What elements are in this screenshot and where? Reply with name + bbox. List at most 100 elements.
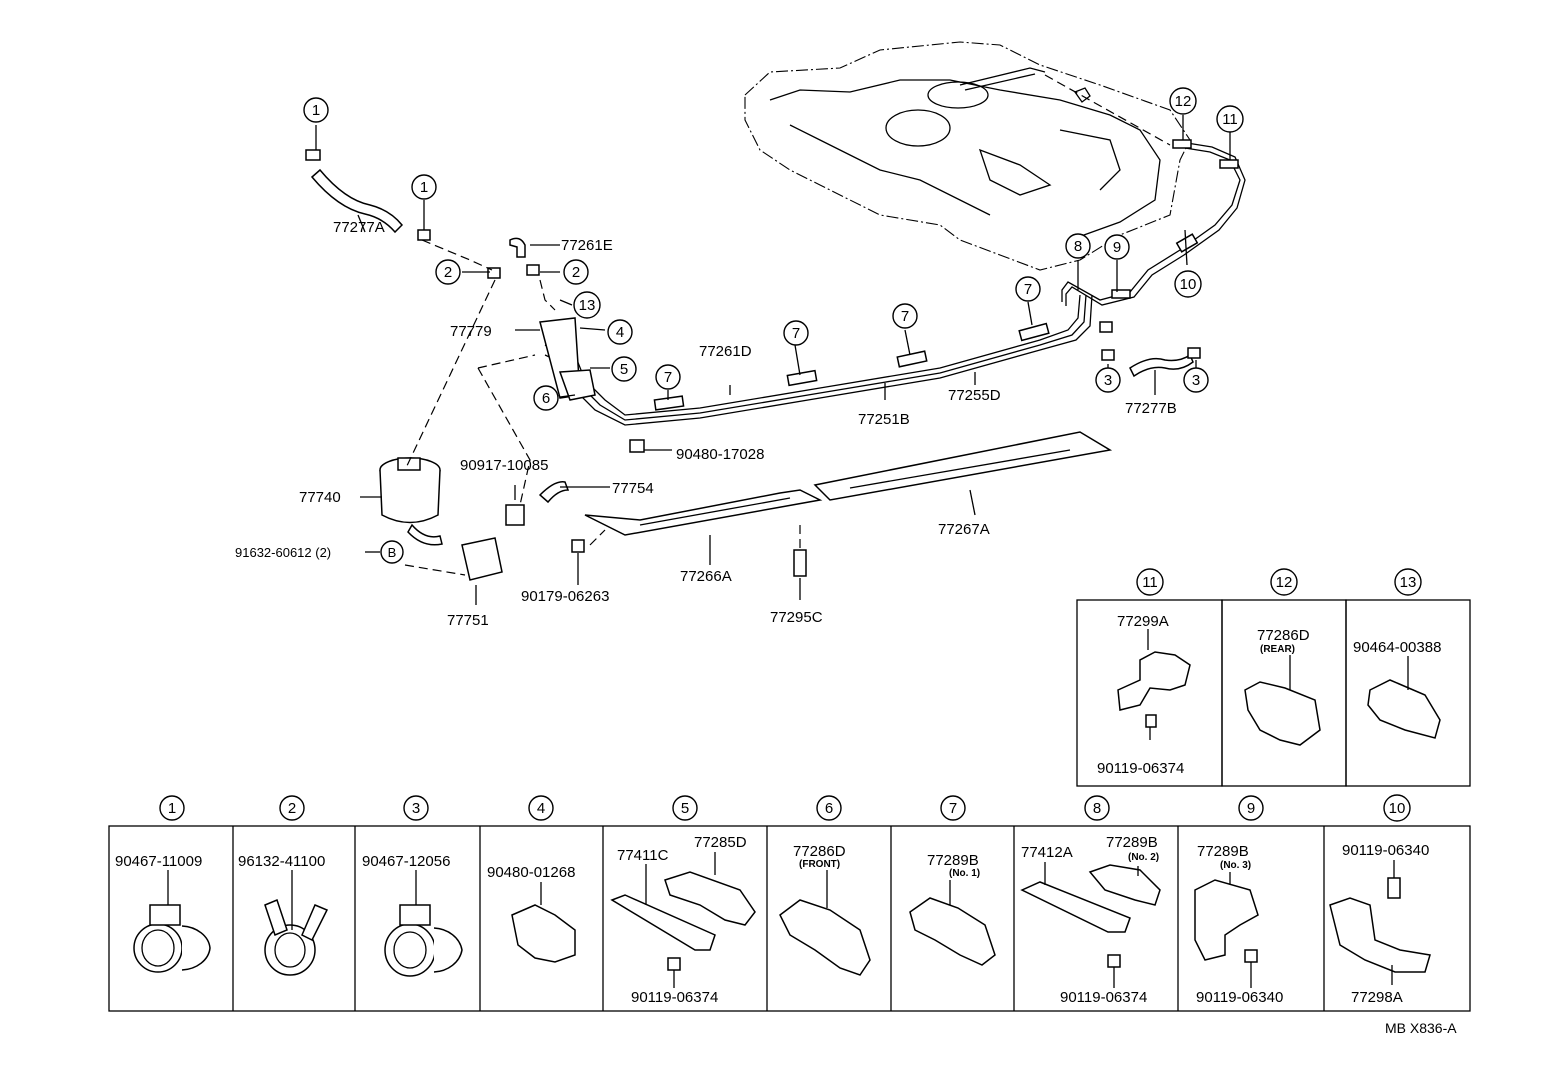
part-number-label: 77285D (694, 834, 747, 851)
callout-8: 8 (1065, 233, 1091, 259)
part-labels: 77277A 77261E 7 7 7 7 9 77261D 77251B 77255D… (235, 219, 1177, 629)
footer-code: MB X836-A (1385, 1020, 1457, 1036)
label-77261D: 77261D (699, 343, 752, 360)
part-number-label: 90119-06374 (1097, 760, 1184, 777)
part-number-label: 5 (681, 800, 689, 817)
part-number-label: 3 (1104, 372, 1112, 389)
label-77751: 77751 (447, 612, 489, 629)
label-77277B: 77277B (1125, 400, 1177, 417)
part-number-label: (REAR) (1260, 644, 1295, 655)
label-77740: 77740 (299, 489, 341, 506)
part-number-label: 77289B (1106, 834, 1158, 851)
part-number-label: 77412A (1021, 844, 1073, 861)
detail-callout-6: 6 (816, 795, 842, 821)
part-number-label: 4 (537, 800, 545, 817)
part-number-label: 1 (420, 179, 428, 196)
part-number-label: 7 (792, 325, 800, 342)
part-number-label: 9 (1247, 800, 1255, 817)
detail-callout-10: 10 (1383, 794, 1411, 822)
callout-9: 9 (1104, 234, 1130, 260)
detail-callout-2: 2 (279, 795, 305, 821)
label-90480-17028: 90480-17028 (676, 446, 764, 463)
callout-3b: 3 (1183, 367, 1209, 393)
part-number-label: (No. 1) (949, 868, 980, 879)
part-number-label: 7 (1024, 281, 1032, 298)
callout-3a: 3 (1095, 367, 1121, 393)
callout-4: 4 (607, 319, 633, 345)
part-number-label: 96132-41100 (238, 853, 325, 870)
part-number-label: B (388, 545, 397, 560)
part-number-label: 77299A (1117, 613, 1169, 630)
fuel-lines (539, 139, 1246, 426)
callout-7d: 7 (1015, 276, 1041, 302)
part-number-label: 12 (1175, 93, 1192, 110)
part-number-label: 90467-12056 (362, 853, 450, 870)
part-number-label: 10 (1180, 276, 1197, 293)
label-77267A: 77267A (938, 521, 990, 538)
part-number-label: 90119-06374 (631, 989, 718, 1006)
part-number-label: 77411C (617, 847, 669, 864)
callout-12: 12 (1169, 87, 1197, 115)
detail-callout-11: 11 (1136, 568, 1164, 596)
fuel-tank-drawing (744, 41, 1191, 271)
detail-callout-12: 12 (1270, 568, 1298, 596)
detail-callout-9: 9 (1238, 795, 1264, 821)
part-number-label: (No. 3) (1220, 860, 1251, 871)
detail-panel-top: 11 12 13 77299A 90119-06374 77286D (REAR… (1076, 568, 1471, 787)
callout-1a: 1 (303, 97, 329, 123)
detail-callout-3: 3 (403, 795, 429, 821)
part-number-label: 77286D (793, 843, 846, 860)
callout-7b: 7 (783, 320, 809, 346)
leader-lines (315, 115, 1231, 605)
part-number-label: 11 (1142, 574, 1158, 591)
part-number-label: 5 (620, 361, 628, 378)
part-number-label: 2 (572, 264, 580, 281)
callout-6: 6 (533, 385, 559, 411)
label-77277A: 77277A (333, 219, 385, 236)
part-number-label: 90467-11009 (115, 853, 202, 870)
callout-11: 11 (1216, 105, 1244, 133)
part-number-label: 7 (901, 308, 909, 325)
detail-callout-13: 13 (1394, 568, 1422, 596)
part-number-label: 77289B (927, 852, 979, 869)
part-number-label: 3 (412, 800, 420, 817)
callout-1b: 1 (411, 174, 437, 200)
part-number-label: 90119-06340 (1342, 842, 1429, 859)
label-90917-10085: 90917-10085 (460, 457, 548, 474)
detail-callout-4: 4 (528, 795, 554, 821)
part-number-label: 77286D (1257, 627, 1310, 644)
label-77754: 77754 (612, 480, 654, 497)
part-number-label: 7 (664, 369, 672, 386)
detail-callout-5: 5 (672, 795, 698, 821)
label-77255D: 77255D (948, 387, 1001, 404)
label-77261E: 77261E (561, 237, 613, 254)
callout-7c: 7 (892, 303, 918, 329)
callout-13: 13 (573, 291, 601, 319)
part-number-label: 7 (949, 800, 957, 817)
part-number-label: 6 (542, 390, 550, 407)
part-number-label: 6 (825, 800, 833, 817)
callout-2a: 2 (435, 259, 461, 285)
part-number-label: 1 (168, 800, 176, 817)
part-number-label: 77298A (1351, 989, 1403, 1006)
callout-5: 5 (611, 356, 637, 382)
part-number-label: (No. 2) (1128, 852, 1159, 863)
callout-B: B (380, 540, 404, 564)
part-number-label: 77289B (1197, 843, 1249, 860)
callout-10: 10 (1174, 270, 1202, 298)
hoses-and-fittings (305, 149, 1201, 581)
part-number-label: 90480-01268 (487, 864, 575, 881)
part-number-label: 4 (616, 324, 624, 341)
part-number-label: 8 (1074, 238, 1082, 255)
callouts: 1 1 2 2 13 4 5 6 7 7 7 7 8 9 10 11 12 3 … (303, 87, 1244, 564)
detail-callout-1: 1 (159, 795, 185, 821)
part-number-label: (FRONT) (799, 859, 840, 870)
label-77266A: 77266A (680, 568, 732, 585)
callout-7a: 7 (655, 364, 681, 390)
detail-callout-8: 8 (1084, 795, 1110, 821)
label-91632-60612: 91632-60612 (2) (235, 545, 331, 560)
part-number-label: 9 (1113, 239, 1121, 256)
label-77295C: 77295C (770, 609, 823, 626)
label-77251B: 77251B (858, 411, 910, 428)
